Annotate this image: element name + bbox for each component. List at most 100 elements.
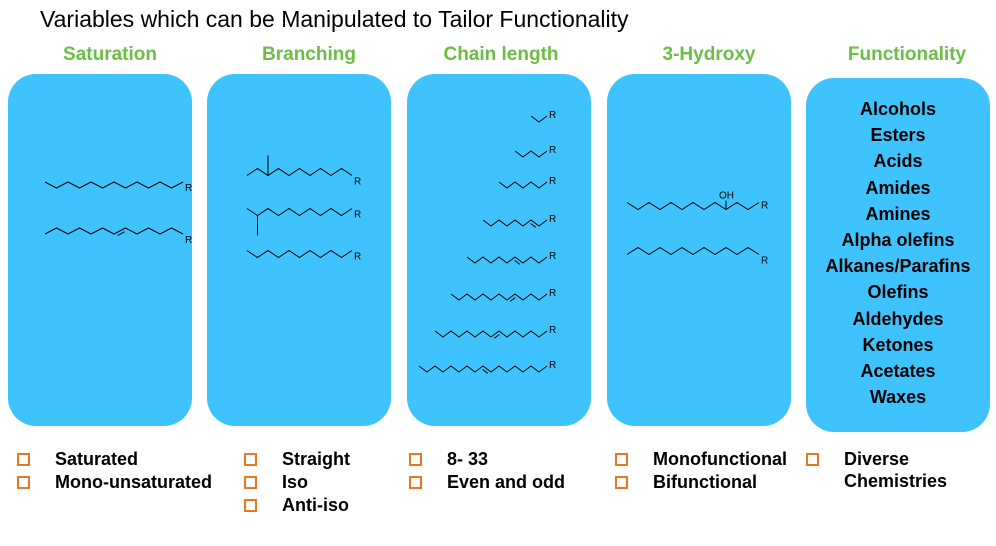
carbon-chain (246, 207, 353, 217)
double-bond (509, 297, 516, 302)
bullet-label: Mono-unsaturated (55, 472, 212, 492)
functionality-item: Esters (870, 125, 926, 146)
heading-3-hydroxy: 3-Hydroxy (662, 44, 756, 65)
r-group-label: R (549, 176, 556, 187)
heading-chain-length: Chain length (443, 44, 559, 65)
double-bond (514, 260, 521, 265)
bullet-item: Bifunctional (615, 471, 787, 494)
r-group-label: R (549, 145, 556, 156)
functionality-item: Ketones (862, 334, 934, 355)
carbon-chain (482, 219, 548, 227)
square-bullet-icon (244, 453, 257, 466)
page-title: Variables which can be Manipulated to Ta… (40, 6, 629, 32)
double-bond (530, 223, 537, 228)
r-group-label: R (354, 252, 361, 263)
bullet-label: Saturated (55, 449, 139, 469)
square-bullet-icon (615, 476, 628, 489)
carbon-chain (626, 246, 760, 256)
hydroxy-panel: OH R R (607, 74, 791, 426)
bullet-item: 8- 33 (409, 448, 565, 471)
bullet-label: Diverse Chemistries (844, 449, 948, 491)
chain-length-bullets: 8- 33 Even and odd (409, 448, 565, 494)
r-group-label: R (354, 177, 361, 188)
r-group-label: R (354, 210, 361, 221)
double-bond (493, 334, 500, 339)
hydroxy-structures: OH R R (626, 191, 768, 267)
bullet-label: Straight (282, 449, 351, 469)
r-group-label: R (549, 110, 556, 121)
carbon-chain (418, 365, 548, 373)
chain-length-structures: R R R R R R R R (418, 110, 556, 374)
bullet-item: Anti-iso (244, 494, 350, 517)
functionality-item: Waxes (869, 387, 927, 408)
bullet-label: Monofunctional (653, 449, 787, 469)
heading-branching: Branching (262, 44, 356, 65)
square-bullet-icon (409, 453, 422, 466)
r-group-label: R (549, 251, 556, 262)
carbon-chain (434, 330, 548, 338)
carbon-chain (530, 115, 548, 123)
bullet-label: Even and odd (447, 472, 566, 492)
r-group-label: R (549, 360, 556, 371)
functionality-item: Amides (865, 177, 931, 198)
carbon-chain (498, 181, 548, 189)
bullet-item: Iso (244, 471, 350, 494)
carbon-chain (626, 201, 760, 211)
carbon-chain (450, 293, 548, 301)
square-bullet-icon (17, 476, 30, 489)
functionality-item: Acids (873, 151, 923, 172)
r-group-label: R (761, 256, 768, 267)
bullet-item: Even and odd (409, 471, 565, 494)
bullet-item: Monofunctional (615, 448, 787, 471)
carbon-chain (44, 227, 184, 235)
double-bond (117, 231, 126, 237)
double-bond (482, 369, 489, 374)
functionality-item: Olefins (867, 282, 929, 303)
square-bullet-icon (244, 476, 257, 489)
square-bullet-icon (806, 453, 819, 466)
bullet-label: 8- 33 (447, 449, 489, 469)
bullet-item: Diverse Chemistries (806, 448, 947, 494)
functionality-bullets: Diverse Chemistries (806, 448, 947, 494)
functionality-item: Acetates (860, 361, 936, 382)
r-group-label: R (549, 214, 556, 225)
carbon-chain (514, 150, 548, 158)
functionality-item: Alkanes/Parafins (825, 256, 971, 277)
carbon-chain (44, 181, 184, 189)
square-bullet-icon (17, 453, 30, 466)
bullet-item: Mono-unsaturated (17, 471, 212, 494)
functionality-item: Aldehydes (852, 308, 944, 329)
branching-panel: R R R (207, 74, 391, 426)
carbon-chain (466, 256, 548, 264)
functionality-item: Alpha olefins (841, 230, 955, 251)
square-bullet-icon (615, 453, 628, 466)
r-group-label: R (549, 325, 556, 336)
saturation-structures: RR (44, 181, 192, 246)
branching-structures: R R R (246, 155, 361, 263)
square-bullet-icon (244, 499, 257, 512)
r-group-label: R (185, 183, 192, 194)
carbon-chain (246, 167, 353, 177)
r-group-label: R (549, 288, 556, 299)
bullet-item: Saturated (17, 448, 212, 471)
bullet-item: Straight (244, 448, 350, 471)
functionality-item: Alcohols (859, 99, 936, 119)
carbon-chain (246, 249, 353, 259)
r-group-label: R (185, 235, 192, 246)
bullet-label: Anti-iso (282, 495, 349, 515)
r-group-label: R (761, 201, 768, 212)
hydroxyl-label: OH (719, 191, 734, 202)
bullet-label: Bifunctional (653, 472, 757, 492)
square-bullet-icon (409, 476, 422, 489)
heading-functionality: Functionality (847, 44, 967, 65)
chain-length-panel: R R R R R R R R (407, 74, 591, 426)
heading-saturation: Saturation (63, 44, 157, 65)
functionality-item: Amines (865, 203, 931, 224)
bullet-label: Iso (282, 472, 309, 492)
